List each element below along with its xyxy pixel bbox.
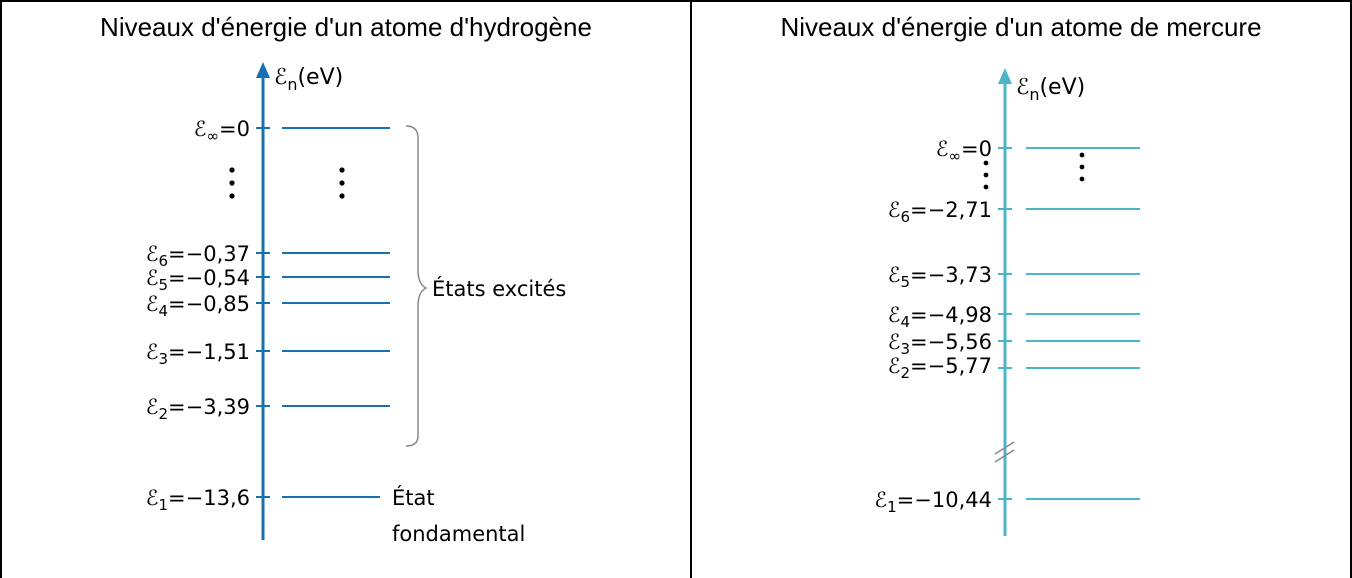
level-3: ℰ3=−5,56: [888, 330, 1140, 358]
svg-text:ℰ6=−0,37: ℰ6=−0,37: [146, 242, 250, 270]
level-2: ℰ2=−5,77: [888, 354, 1140, 382]
svg-text:ℰ1=−10,44: ℰ1=−10,44: [874, 488, 992, 516]
level-4: ℰ4=−4,98: [888, 303, 1140, 331]
axis-label: ℰn(eV): [274, 65, 343, 94]
svg-text:ℰ6=−2,71: ℰ6=−2,71: [888, 198, 992, 226]
level-6: ℰ6=−2,71: [888, 198, 1140, 226]
level-inf: ℰ∞=0: [194, 117, 390, 145]
ground-state-label-2: fondamental: [392, 522, 525, 546]
axis-arrow-icon: [256, 62, 270, 78]
svg-text:ℰ4=−0,85: ℰ4=−0,85: [146, 292, 250, 320]
hydrogen-panel: Niveaux d'énergie d'un atome d'hydrogène…: [2, 0, 690, 578]
axis-break-icon: [994, 441, 1015, 463]
border-middle: [690, 0, 692, 578]
mercury-title: Niveaux d'énergie d'un atome de mercure: [780, 12, 1262, 42]
border-top: [0, 0, 1352, 2]
svg-text:ℰ4=−4,98: ℰ4=−4,98: [888, 303, 992, 331]
level-1: ℰ1=−10,44: [874, 488, 1140, 516]
level-4: ℰ4=−0,85: [146, 292, 390, 320]
level-1: ℰ1=−13,6: [146, 486, 380, 514]
level-2: ℰ2=−3,39: [146, 395, 390, 423]
hydrogen-energy-diagram: ℰn(eV) ℰ∞=0 ℰ6=−0,37 ℰ5=−0,54 ℰ4=−0,85: [146, 62, 566, 546]
svg-text:ℰ5=−3,73: ℰ5=−3,73: [888, 263, 992, 291]
level-6: ℰ6=−0,37: [146, 242, 390, 270]
ellipsis-dots: [983, 152, 1085, 190]
excited-states-brace: [405, 125, 428, 447]
border-right: [1350, 0, 1352, 578]
axis-label: ℰn(eV): [1016, 75, 1085, 104]
mercury-panel: Niveaux d'énergie d'un atome de mercure …: [692, 0, 1350, 578]
level-5: ℰ5=−0,54: [146, 266, 390, 294]
ellipsis-dots: [229, 167, 345, 199]
axis-arrow-icon: [998, 68, 1012, 84]
svg-text:ℰ∞=0: ℰ∞=0: [194, 117, 250, 145]
svg-text:ℰ5=−0,54: ℰ5=−0,54: [146, 266, 250, 294]
mercury-energy-diagram: ℰn(eV) ℰ∞=0 ℰ6=−2,71 ℰ5=−3,73 ℰ4=−4,98: [874, 68, 1140, 536]
svg-text:ℰ1=−13,6: ℰ1=−13,6: [146, 486, 250, 514]
ground-state-label-1: État: [392, 485, 435, 510]
svg-text:ℰ3=−5,56: ℰ3=−5,56: [888, 330, 992, 358]
border-left: [0, 0, 2, 578]
svg-text:ℰ2=−3,39: ℰ2=−3,39: [146, 395, 250, 423]
level-inf: ℰ∞=0: [936, 137, 1140, 165]
svg-text:ℰ∞=0: ℰ∞=0: [936, 137, 992, 165]
level-3: ℰ3=−1,51: [146, 340, 390, 368]
level-5: ℰ5=−3,73: [888, 263, 1140, 291]
hydrogen-title: Niveaux d'énergie d'un atome d'hydrogène: [100, 12, 592, 42]
excited-states-label: États excités: [432, 276, 566, 301]
svg-text:ℰ2=−5,77: ℰ2=−5,77: [888, 354, 992, 382]
svg-text:ℰ3=−1,51: ℰ3=−1,51: [146, 340, 250, 368]
